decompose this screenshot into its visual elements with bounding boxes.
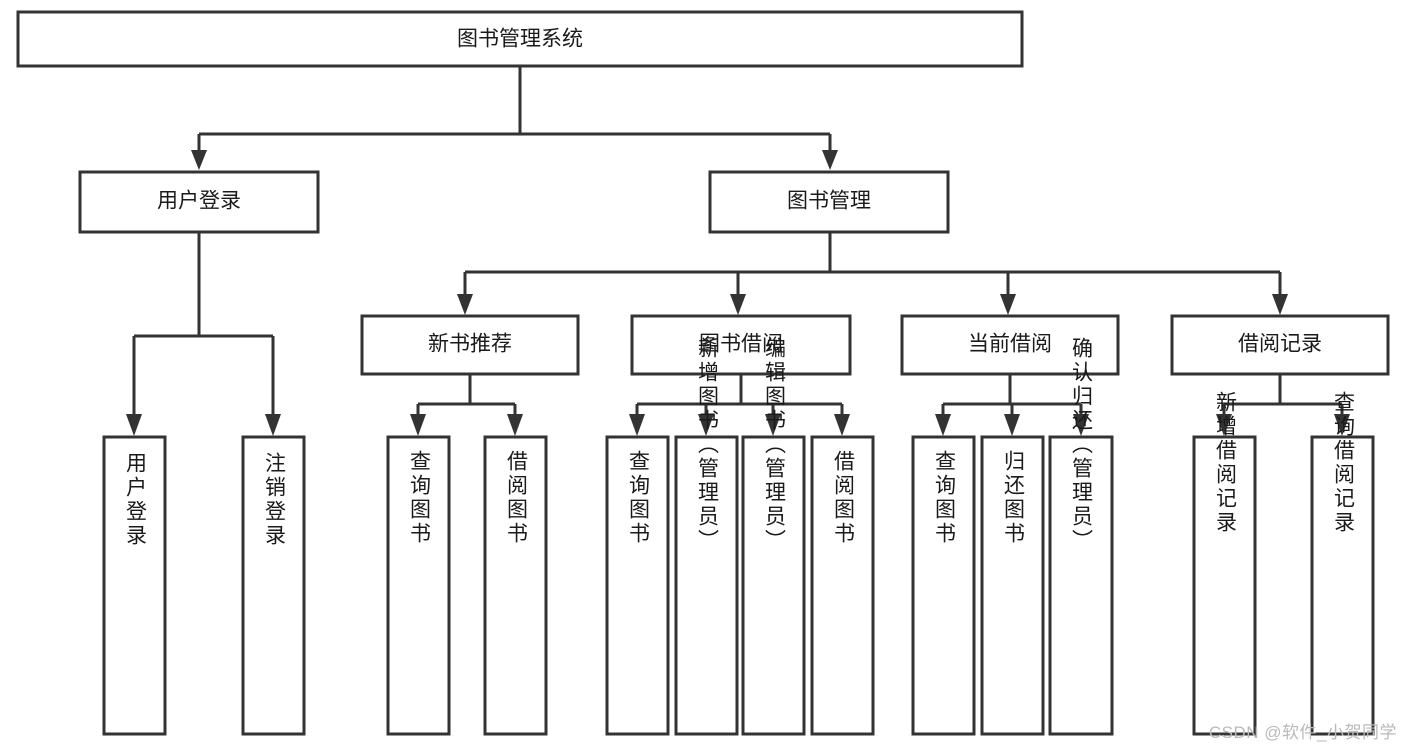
node-book-manage-label: 图书管理: [787, 190, 871, 213]
node-current-borrow[interactable]: 当前借阅: [900, 314, 1120, 376]
leaf-query-book-3[interactable]: 查询图书: [911, 435, 976, 736]
arrow-leaf-query-borrow-record: [1334, 414, 1350, 436]
leaf-edit-book-admin-box[interactable]: [741, 435, 806, 736]
arrow-leaf-add-borrow-record: [1216, 414, 1232, 436]
arrow-leaf-return-book: [1004, 414, 1020, 436]
leaf-query-borrow-record-box[interactable]: [1310, 435, 1375, 736]
node-current-borrow-box[interactable]: [900, 314, 1120, 376]
leaf-confirm-return-admin-box[interactable]: [1048, 435, 1114, 736]
leaf-query-book-3-label: 查询图书: [933, 450, 957, 546]
node-new-book-recommend[interactable]: 新书推荐: [360, 314, 580, 376]
leaf-query-book-2-box[interactable]: [605, 435, 670, 736]
node-current-borrow-label: 当前借阅: [968, 333, 1052, 356]
node-user-login-label: 用户登录: [157, 190, 241, 213]
node-book-manage[interactable]: 图书管理: [708, 170, 950, 234]
leaf-logout-login-label: 注销登录: [263, 452, 287, 548]
arrow-leaf-query-book-2: [629, 414, 645, 436]
leaf-borrow-book-1[interactable]: 借阅图书: [483, 435, 548, 736]
leaf-user-login-label: 用户登录: [124, 452, 148, 548]
leaf-query-book-2-label: 查询图书: [627, 450, 651, 546]
leaf-query-book-3-box[interactable]: [911, 435, 976, 736]
leaf-add-book-admin[interactable]: 新增图书（管理员）: [674, 337, 739, 736]
arrow-leaf-user-login: [126, 414, 142, 436]
node-root-box[interactable]: [16, 10, 1024, 68]
arrow-leaf-query-book-3: [935, 414, 951, 436]
leaf-borrow-book-2[interactable]: 借阅图书: [810, 435, 875, 736]
node-book-borrow-label: 图书借阅: [699, 333, 783, 356]
node-book-manage-box[interactable]: [708, 170, 950, 234]
node-new-book-recommend-label: 新书推荐: [428, 333, 512, 356]
node-user-login-box[interactable]: [78, 170, 320, 234]
leaf-logout-login-box[interactable]: [241, 435, 306, 736]
leaf-query-book-1-label: 查询图书: [408, 450, 432, 546]
leaf-query-book-1-box[interactable]: [386, 435, 451, 736]
leaf-query-borrow-record-label: 查询借阅记录: [1332, 391, 1356, 535]
leaf-add-book-admin-label: 新增图书（管理员）: [696, 337, 720, 553]
leaf-confirm-return-admin[interactable]: 确认归还（管理员）: [1048, 337, 1114, 736]
leaf-borrow-book-1-box[interactable]: [483, 435, 548, 736]
node-user-login[interactable]: 用户登录: [78, 170, 320, 234]
arrow-to-borrow-record: [1272, 294, 1288, 315]
arrow-leaf-borrow-book-2: [834, 414, 850, 436]
leaf-query-borrow-record[interactable]: 查询借阅记录: [1310, 391, 1375, 736]
leaf-add-borrow-record-box[interactable]: [1192, 435, 1257, 736]
node-new-book-recommend-box[interactable]: [360, 314, 580, 376]
leaf-query-book-2[interactable]: 查询图书: [605, 435, 670, 736]
node-root-label: 图书管理系统: [457, 28, 583, 51]
leaf-add-borrow-record-label: 新增借阅记录: [1214, 391, 1238, 535]
arrow-to-book-manage: [822, 150, 838, 170]
arrow-to-book-borrow: [730, 294, 746, 315]
node-root[interactable]: 图书管理系统: [16, 10, 1024, 68]
arrow-leaf-logout-login: [265, 414, 281, 436]
arrow-leaf-query-book-1: [410, 414, 426, 436]
node-borrow-record-label: 借阅记录: [1238, 333, 1322, 356]
leaf-logout-login[interactable]: 注销登录: [241, 435, 306, 736]
arrow-leaf-borrow-book-1: [507, 414, 523, 436]
node-borrow-record-box[interactable]: [1170, 314, 1390, 376]
leaf-borrow-book-2-label: 借阅图书: [832, 450, 856, 546]
leaf-return-book-label: 归还图书: [1002, 450, 1026, 546]
csdn-watermark: CSDN @软件_小贺同学: [1208, 723, 1397, 742]
arrow-to-current-borrow: [1000, 294, 1016, 315]
arrow-to-new-book-recommend: [457, 294, 473, 315]
leaf-return-book[interactable]: 归还图书: [980, 435, 1045, 736]
leaf-confirm-return-admin-label: 确认归还（管理员）: [1070, 337, 1094, 553]
node-borrow-record[interactable]: 借阅记录: [1170, 314, 1390, 376]
leaf-add-book-admin-box[interactable]: [674, 435, 739, 736]
node-book-borrow[interactable]: 图书借阅: [630, 314, 852, 376]
leaf-query-book-1[interactable]: 查询图书: [386, 435, 451, 736]
arrow-leaf-confirm-return-admin: [1073, 414, 1089, 436]
leaf-user-login[interactable]: 用户登录: [102, 435, 167, 736]
connector-layer: [126, 66, 1350, 436]
leaf-edit-book-admin[interactable]: 编辑图书（管理员）: [741, 337, 806, 736]
arrow-leaf-add-book-admin: [698, 414, 714, 436]
leaf-edit-book-admin-label: 编辑图书（管理员）: [763, 337, 787, 553]
leaf-return-book-box[interactable]: [980, 435, 1045, 736]
leaf-user-login-box[interactable]: [102, 435, 167, 736]
arrow-to-user-login: [191, 150, 207, 170]
leaf-borrow-book-2-box[interactable]: [810, 435, 875, 736]
leaf-add-borrow-record[interactable]: 新增借阅记录: [1192, 391, 1257, 736]
node-book-borrow-box[interactable]: [630, 314, 852, 376]
arrow-leaf-edit-book-admin: [765, 414, 781, 436]
leaf-borrow-book-1-label: 借阅图书: [505, 450, 529, 546]
